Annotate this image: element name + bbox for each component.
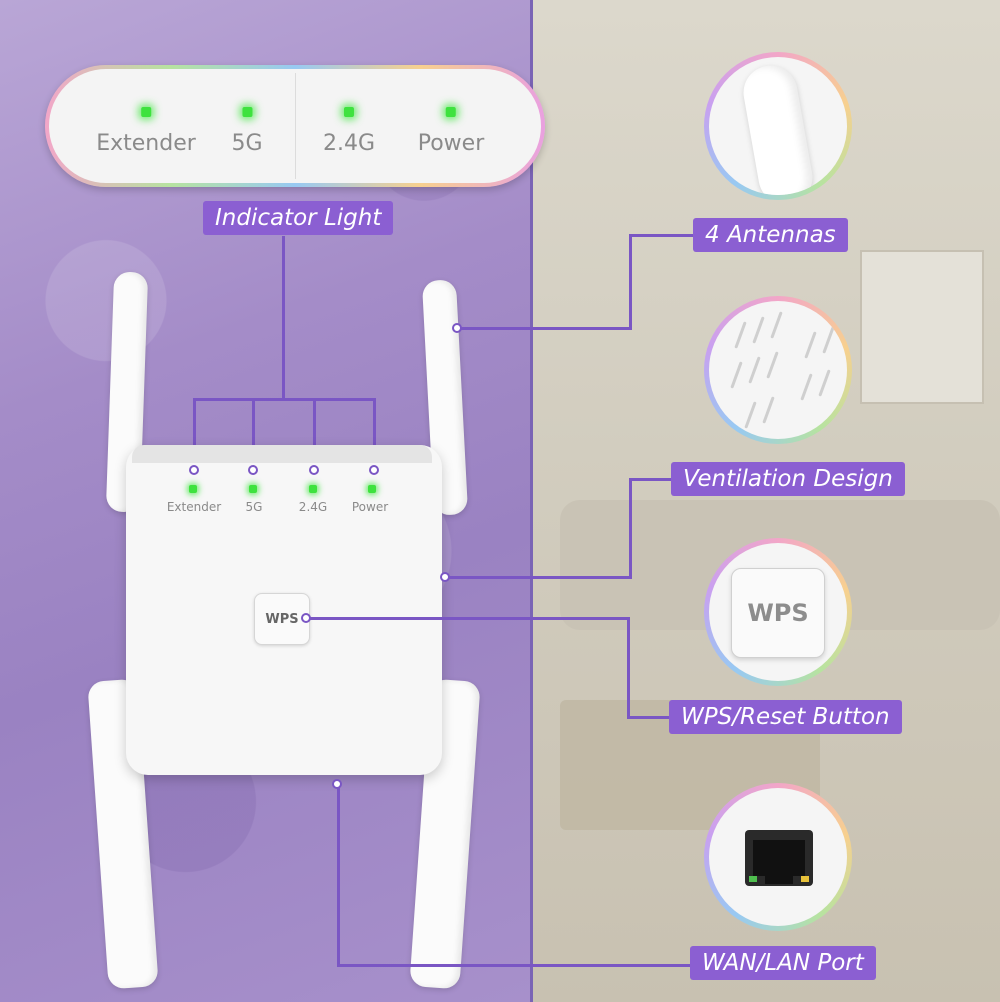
connector-dot	[369, 465, 379, 475]
connector-line	[252, 398, 255, 470]
device-led-label: Extender	[166, 500, 222, 514]
connector-line	[448, 576, 632, 579]
device-led-label: Power	[351, 500, 389, 514]
antenna-detail-circle	[704, 52, 852, 200]
indicator-2-4g: 2.4G	[323, 107, 375, 156]
port-detail-circle	[704, 783, 852, 931]
connector-line	[460, 327, 632, 330]
wps-detail-circle: WPS	[704, 538, 852, 686]
device-led-icon	[309, 485, 317, 493]
callout-antennas: 4 Antennas	[693, 218, 848, 252]
indicator-power: Power	[417, 107, 485, 156]
led-icon	[445, 107, 456, 117]
device-led-icon	[249, 485, 257, 493]
wps-button-closeup: WPS	[731, 568, 825, 658]
panel-separator	[295, 73, 296, 179]
callout-wps-reset: WPS/Reset Button	[669, 700, 902, 734]
connector-line	[373, 398, 376, 470]
indicator-label: Extender	[96, 131, 196, 156]
connector-line	[629, 478, 671, 481]
connector-line	[629, 234, 695, 237]
room-window	[860, 250, 984, 404]
connector-line	[193, 398, 376, 401]
connector-line	[193, 398, 196, 470]
led-icon	[343, 107, 354, 117]
divider	[530, 0, 533, 1002]
connector-line	[282, 236, 285, 400]
connector-dot	[248, 465, 258, 475]
connector-line	[629, 478, 632, 579]
connector-line	[337, 964, 693, 967]
connector-dot	[309, 465, 319, 475]
connector-line	[627, 716, 671, 719]
ventilation-detail-circle	[704, 296, 852, 444]
connector-line	[337, 787, 340, 967]
device-led-label: 2.4G	[298, 500, 328, 514]
device-led-icon	[368, 485, 376, 493]
indicator-label: Power	[417, 131, 485, 156]
antenna-icon	[739, 61, 817, 195]
connector-line	[313, 398, 316, 470]
indicator-panel: Extender 5G 2.4G Power	[45, 65, 545, 187]
vent-icon	[709, 301, 847, 439]
callout-indicator-light: Indicator Light	[203, 201, 394, 235]
led-icon	[241, 107, 252, 117]
device-top-edge	[132, 445, 432, 463]
callout-wan-lan: WAN/LAN Port	[690, 946, 876, 980]
ethernet-port-icon	[745, 830, 813, 886]
led-icon	[140, 107, 151, 117]
wps-button[interactable]: WPS	[254, 593, 310, 645]
device-led-icon	[189, 485, 197, 493]
connector-line	[627, 617, 630, 719]
device-led-label: 5G	[245, 500, 263, 514]
callout-ventilation: Ventilation Design	[671, 462, 905, 496]
indicator-label: 5G	[231, 131, 263, 156]
connector-dot	[189, 465, 199, 475]
connector-line	[309, 617, 630, 620]
indicator-5g: 5G	[231, 107, 263, 156]
indicator-label: 2.4G	[322, 131, 376, 156]
connector-line	[629, 234, 632, 330]
indicator-extender: Extender	[96, 107, 196, 156]
